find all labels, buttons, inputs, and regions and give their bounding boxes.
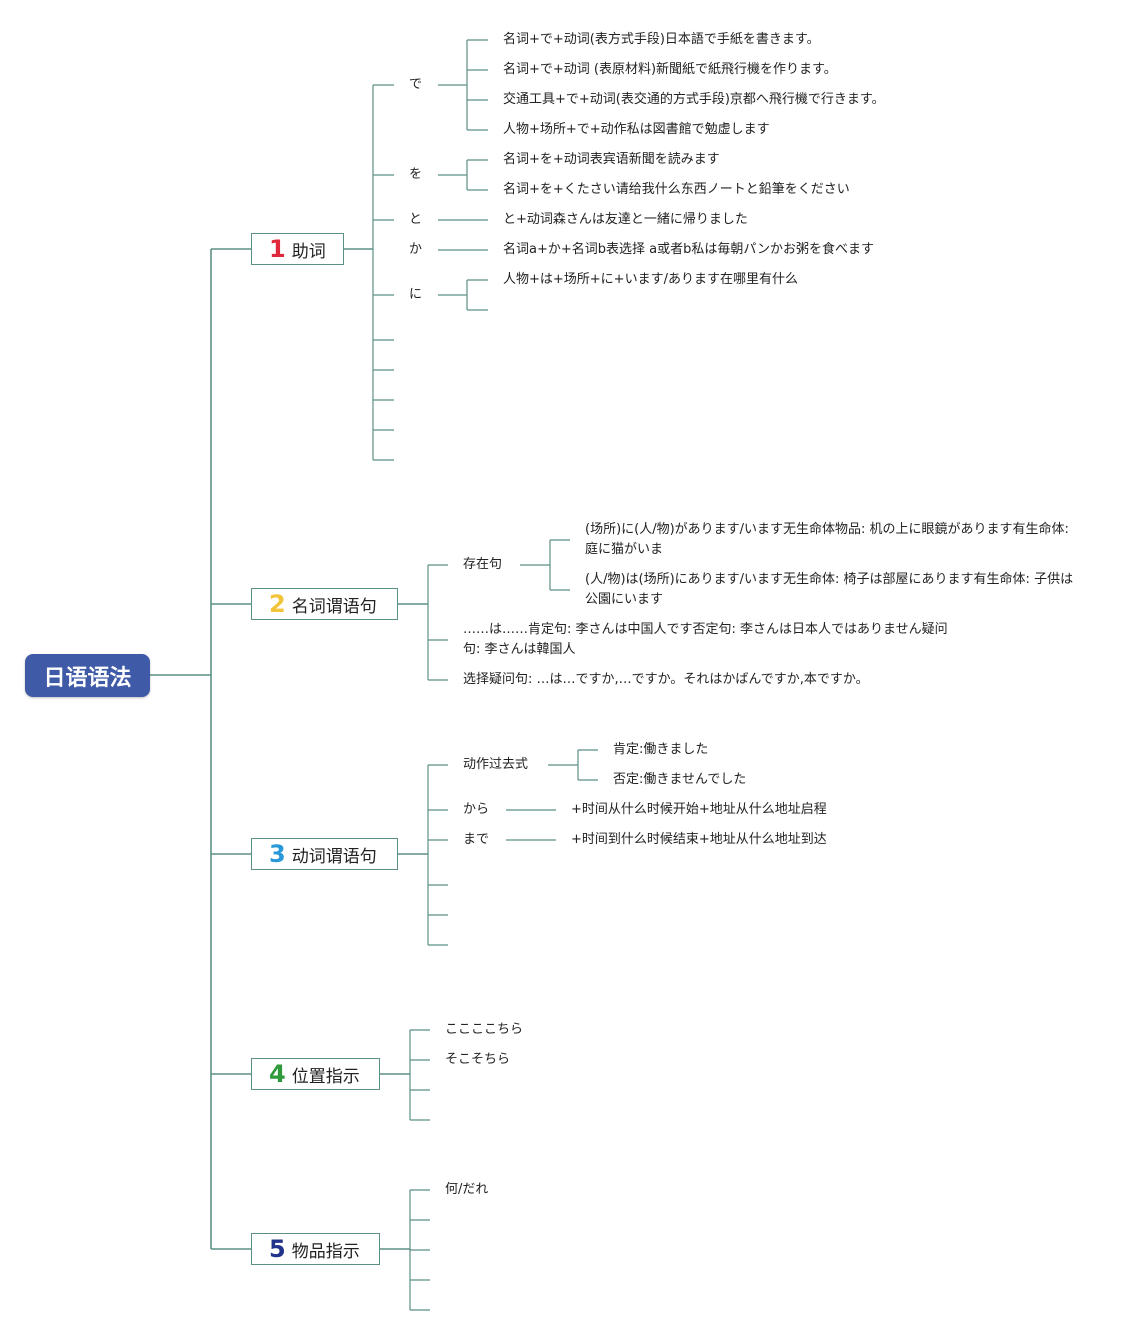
particle-ka[interactable]: か	[409, 242, 423, 257]
leaf-node[interactable]: (场所)に(人/物)があります/います无生命体物品: 机の上に眼鏡があります有生…	[585, 522, 1069, 557]
topic-label: 助词	[291, 241, 326, 262]
root-title: 日语语法	[43, 665, 132, 691]
topic-nominal-predicate[interactable]: 2 名词谓语句	[251, 588, 398, 620]
leaf-node[interactable]: ここここちら	[445, 1022, 524, 1037]
leaf-node[interactable]: と+动词森さんは友達と一緒に帰りました	[503, 212, 748, 227]
leaf-node[interactable]: (人/物)は(场所)にあります/います无生命体: 椅子は部屋にあります有生命体:…	[585, 572, 1074, 607]
topic-label: 位置指示	[291, 1066, 360, 1087]
leaf-node[interactable]: 人物+场所+で+动作私は図書館で勉虚します	[503, 122, 770, 137]
leaf-node[interactable]: 名词+を+くたさい请给我什么东西ノートと鉛筆をください	[503, 182, 850, 197]
leaf-node[interactable]: 名词a+か+名词b表选择 a或者b私は毎朝パンかお粥を食べます	[503, 242, 875, 257]
topic-number: 1	[269, 235, 286, 263]
leaf-node[interactable]: 名词+で+动词 (表原材料)新聞紙で紙飛行機を作ります。	[503, 62, 837, 77]
particle-de[interactable]: で	[409, 77, 423, 92]
leaf-node[interactable]: 名词+を+动词表宾语新聞を読みます	[503, 152, 720, 167]
root-node[interactable]: 日语语法	[25, 654, 150, 697]
topic-label: 名词谓语句	[291, 596, 377, 617]
leaf-node[interactable]: 何/だれ	[445, 1182, 489, 1197]
leaf-node[interactable]: +时间从什么时候开始+地址从什么地址启程	[571, 802, 827, 817]
topic-verbal-predicate[interactable]: 3 动词谓语句	[251, 838, 398, 870]
topic-number: 4	[269, 1060, 286, 1088]
leaf-node[interactable]: 交通工具+で+动词(表交通的方式手段)京都へ飛行機で行きます。	[503, 92, 885, 107]
particle-ni[interactable]: に	[409, 287, 423, 302]
leaf-node[interactable]: 人物+は+场所+に+います/あります在哪里有什么	[503, 272, 798, 287]
particle-to[interactable]: と	[409, 212, 423, 227]
leaf-node[interactable]: 选择疑问句: …は…ですか,…ですか。それはかばんですか,本ですか。	[463, 672, 869, 687]
leaf-node[interactable]: そこそちら	[445, 1052, 511, 1067]
leaf-node[interactable]: 否定:働きませんでした	[613, 772, 747, 787]
topic-label: 动词谓语句	[291, 846, 377, 867]
topic-things[interactable]: 5 物品指示	[251, 1233, 380, 1265]
particle-wo[interactable]: を	[409, 167, 423, 182]
leaf-node[interactable]: 肯定:働きました	[613, 742, 709, 757]
leaf-node[interactable]: ……は……肯定句: 李さんは中国人です否定句: 李さんは日本人ではありません疑问…	[463, 622, 948, 657]
topic-label: 物品指示	[291, 1241, 360, 1262]
existence-sentence-node[interactable]: 存在句	[463, 557, 503, 572]
leaf-node[interactable]: 名词+で+动词(表方式手段)日本語で手紙を書きます。	[503, 32, 820, 47]
topic-particles[interactable]: 1 助词	[251, 233, 344, 265]
topic-number: 5	[269, 1235, 286, 1263]
topic-number: 3	[269, 840, 286, 868]
topic-position[interactable]: 4 位置指示	[251, 1058, 380, 1090]
made-node[interactable]: まで	[463, 832, 490, 847]
leaf-node[interactable]: +时间到什么时候结束+地址从什么地址到达	[571, 832, 827, 847]
past-tense-node[interactable]: 动作过去式	[463, 757, 529, 772]
topic-number: 2	[269, 590, 286, 618]
kara-node[interactable]: から	[463, 802, 490, 817]
